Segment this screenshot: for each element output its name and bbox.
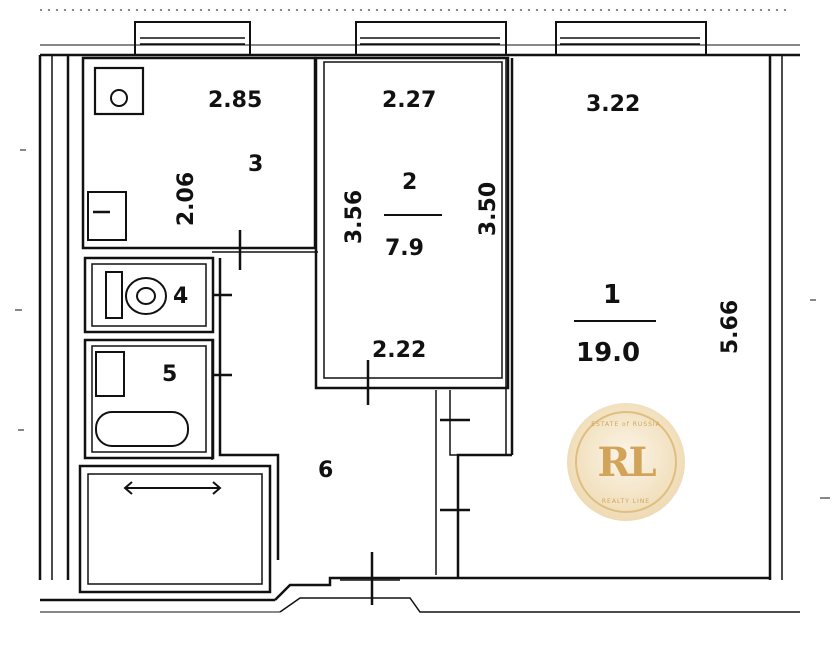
- watermark-ring: [575, 411, 677, 513]
- room-5-number: 5: [162, 362, 178, 387]
- room-1-side-label: 5.66: [718, 299, 744, 355]
- window-room1: [555, 21, 707, 56]
- room-2-width-bottom-label: 2.22: [372, 338, 427, 363]
- watermark-letters: RL: [597, 439, 656, 486]
- stove-icon: [93, 66, 145, 116]
- room-2-fraction-line: [384, 214, 442, 216]
- room-2-area: 7.9: [385, 236, 424, 261]
- noise-marks: [15, 149, 830, 499]
- room-2-width-top-label: 2.27: [382, 88, 437, 113]
- room-2-side-left-label: 3.56: [342, 189, 368, 245]
- watermark-text-top: ESTATE of RUSSIA: [591, 421, 661, 428]
- room-6-number: 6: [318, 458, 334, 483]
- bathtub-icon: [95, 351, 189, 447]
- room-3-side-label: 2.06: [174, 171, 200, 227]
- room-1-walls: [440, 58, 514, 578]
- room-1-width-label: 3.22: [586, 92, 641, 117]
- closet: [78, 464, 272, 594]
- bottom-wall: [40, 576, 800, 613]
- room-1-fraction-line: [574, 320, 656, 322]
- room-2-number: 2: [402, 170, 418, 195]
- room-3-number: 3: [248, 152, 264, 177]
- toilet-icon: [105, 271, 167, 319]
- watermark-logo: ESTATE of RUSSIA RL REALTY LINE: [567, 403, 685, 521]
- window-room3: [134, 21, 251, 56]
- top-wall: [40, 44, 800, 57]
- room-6-walls: [211, 258, 437, 605]
- room-4-number: 4: [173, 284, 189, 309]
- right-wall: [768, 55, 783, 580]
- sink-icon: [87, 191, 127, 241]
- room-2-walls: [314, 56, 510, 405]
- room-5-walls: [83, 338, 232, 460]
- watermark-text-bottom: REALTY LINE: [601, 498, 651, 505]
- room-3-width-label: 2.85: [208, 88, 263, 113]
- room-2-side-right-label: 3.50: [476, 181, 502, 237]
- left-wall: [38, 55, 70, 580]
- window-room2: [355, 21, 507, 56]
- room-1-number: 1: [603, 280, 622, 310]
- room-4-walls: [83, 256, 232, 334]
- room-1-area: 19.0: [576, 338, 641, 368]
